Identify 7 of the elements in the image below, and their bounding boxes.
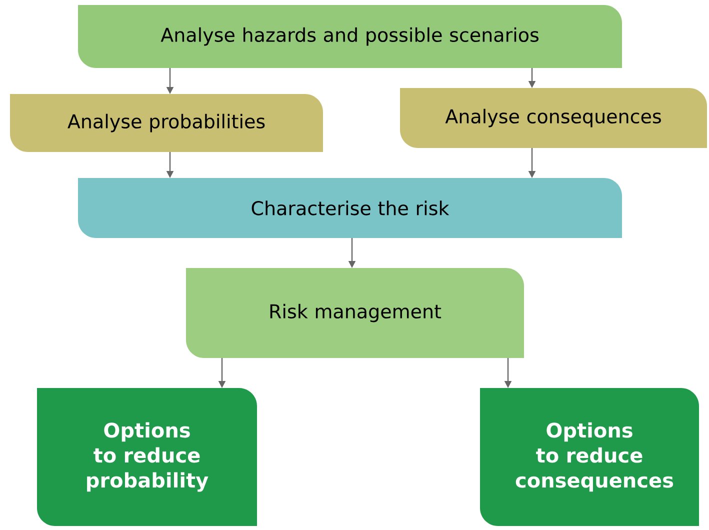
process-box: Risk management [186, 268, 524, 358]
process-box: Characterise the risk [78, 178, 622, 238]
outcome-box: Options to reduce consequences [480, 388, 699, 526]
process-box: Analyse probabilities [10, 94, 323, 152]
outcome-box: Options to reduce probability [37, 388, 257, 526]
process-box: Analyse consequences [400, 88, 707, 148]
process-box: Analyse hazards and possible scenarios [78, 5, 622, 68]
